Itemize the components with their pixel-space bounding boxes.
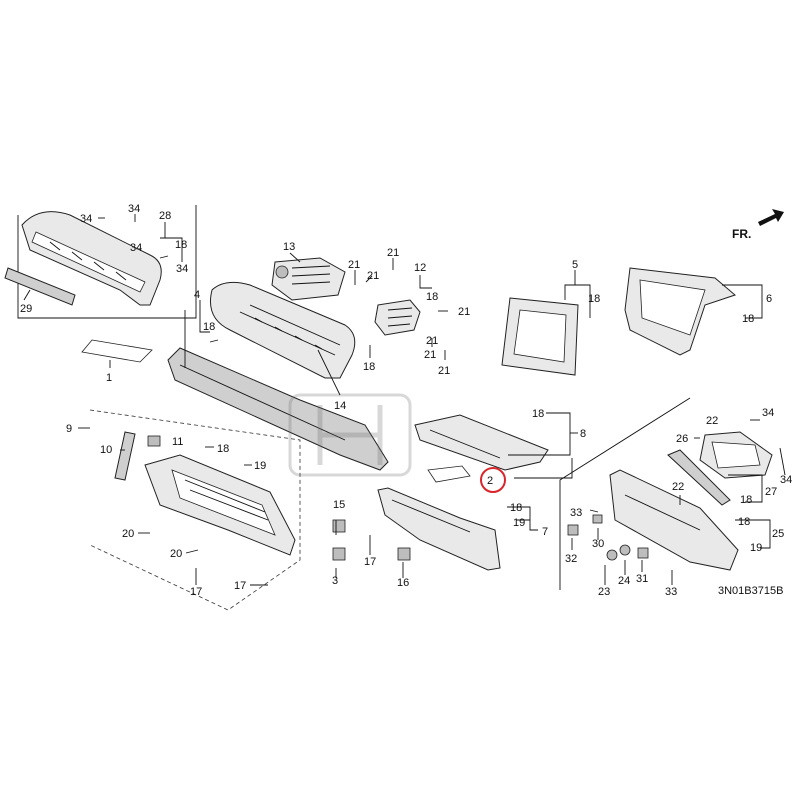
clip-30 xyxy=(592,514,603,524)
callout-3: 3 xyxy=(332,575,338,587)
callout-33: 33 xyxy=(665,586,677,598)
switch-24 xyxy=(619,544,631,556)
callout-21: 21 xyxy=(348,259,360,271)
vent-12 xyxy=(374,299,421,336)
upper-instrument-panel xyxy=(21,211,162,306)
callout-34: 34 xyxy=(80,213,92,225)
glovebox-9 xyxy=(144,454,296,556)
callout-2: 2 xyxy=(487,475,493,487)
switch-31 xyxy=(637,547,649,559)
callout-18: 18 xyxy=(588,293,600,305)
callout-18: 18 xyxy=(363,361,375,373)
callout-21: 21 xyxy=(426,335,438,347)
callout-5: 5 xyxy=(572,259,578,271)
lower-cluster-25 xyxy=(609,469,739,571)
highlight-ring xyxy=(480,467,506,493)
callout-21: 21 xyxy=(387,247,399,259)
display-bezel-5 xyxy=(501,297,579,376)
callout-17: 17 xyxy=(364,556,376,568)
callout-11: 11 xyxy=(172,436,183,448)
frame-glovebox xyxy=(89,409,301,611)
damper-10 xyxy=(114,431,136,481)
callout-9: 9 xyxy=(66,423,72,435)
display-hood-6 xyxy=(624,267,736,356)
callout-34: 34 xyxy=(762,407,774,419)
dashboard-lower-trim xyxy=(167,347,389,471)
callout-6: 6 xyxy=(766,293,772,305)
callout-22: 22 xyxy=(706,415,718,427)
callout-34: 34 xyxy=(780,474,792,486)
pad-1 xyxy=(81,339,153,363)
catch-11 xyxy=(147,435,161,447)
callout-29: 29 xyxy=(20,303,32,315)
callout-34: 34 xyxy=(130,242,142,254)
callout-32: 32 xyxy=(565,553,577,565)
callout-21: 21 xyxy=(424,349,436,361)
switch-3 xyxy=(332,547,346,561)
callout-7: 7 xyxy=(542,526,548,538)
callout-19: 19 xyxy=(750,542,762,554)
dashboard-upper-4 xyxy=(210,281,356,379)
callout-34: 34 xyxy=(176,263,188,275)
callout-21: 21 xyxy=(367,270,379,282)
switch-32 xyxy=(567,524,579,536)
callout-4: 4 xyxy=(194,289,200,301)
switch-23 xyxy=(606,549,618,561)
label-sticker-2 xyxy=(427,465,471,483)
callout-18: 18 xyxy=(510,502,522,514)
callout-30: 30 xyxy=(592,538,604,550)
callout-19: 19 xyxy=(513,517,525,529)
callout-18: 18 xyxy=(175,239,187,251)
switch-15 xyxy=(332,519,346,533)
callout-28: 28 xyxy=(159,210,171,222)
callout-8: 8 xyxy=(580,428,586,440)
callout-18: 18 xyxy=(740,494,752,506)
callout-18: 18 xyxy=(532,408,544,420)
callout-22: 22 xyxy=(672,481,684,493)
callout-18: 18 xyxy=(217,443,229,455)
callout-27: 27 xyxy=(765,486,777,498)
frame-right-cluster xyxy=(559,397,691,590)
callout-21: 21 xyxy=(458,306,470,318)
callout-13: 13 xyxy=(283,241,295,253)
direction-label: FR. xyxy=(732,227,751,241)
callout-1: 1 xyxy=(106,372,112,384)
lower-panel-7 xyxy=(377,487,501,571)
callout-17: 17 xyxy=(234,580,246,592)
direction-arrow xyxy=(758,209,784,226)
callout-23: 23 xyxy=(598,586,610,598)
vent-13 xyxy=(271,257,346,301)
callout-15: 15 xyxy=(333,499,345,511)
callout-20: 20 xyxy=(170,548,182,560)
bracket-8 xyxy=(414,414,549,471)
callout-31: 31 xyxy=(636,573,648,585)
callout-18: 18 xyxy=(738,516,750,528)
trim-strip-29 xyxy=(4,267,76,306)
callout-25: 25 xyxy=(772,528,784,540)
callout-19: 19 xyxy=(254,460,266,472)
leader-lines xyxy=(23,214,786,586)
callout-17: 17 xyxy=(190,586,202,598)
callout-34: 34 xyxy=(128,203,140,215)
diagram-code: 3N01B3715B xyxy=(718,585,783,597)
callout-26: 26 xyxy=(676,433,688,445)
callout-18: 18 xyxy=(742,313,754,325)
callout-33: 33 xyxy=(570,507,582,519)
callout-10: 10 xyxy=(100,444,112,456)
meter-hood-26 xyxy=(699,431,773,479)
callout-21: 21 xyxy=(438,365,450,377)
callout-18: 18 xyxy=(203,321,215,333)
callout-14: 14 xyxy=(334,400,346,412)
switch-16 xyxy=(397,547,411,561)
callout-20: 20 xyxy=(122,528,134,540)
callout-18: 18 xyxy=(426,291,438,303)
trim-27 xyxy=(667,449,731,506)
callout-16: 16 xyxy=(397,577,409,589)
callout-24: 24 xyxy=(618,575,630,587)
callout-12: 12 xyxy=(414,262,426,274)
brand-watermark xyxy=(288,393,412,477)
frame-upper-left xyxy=(17,205,197,319)
